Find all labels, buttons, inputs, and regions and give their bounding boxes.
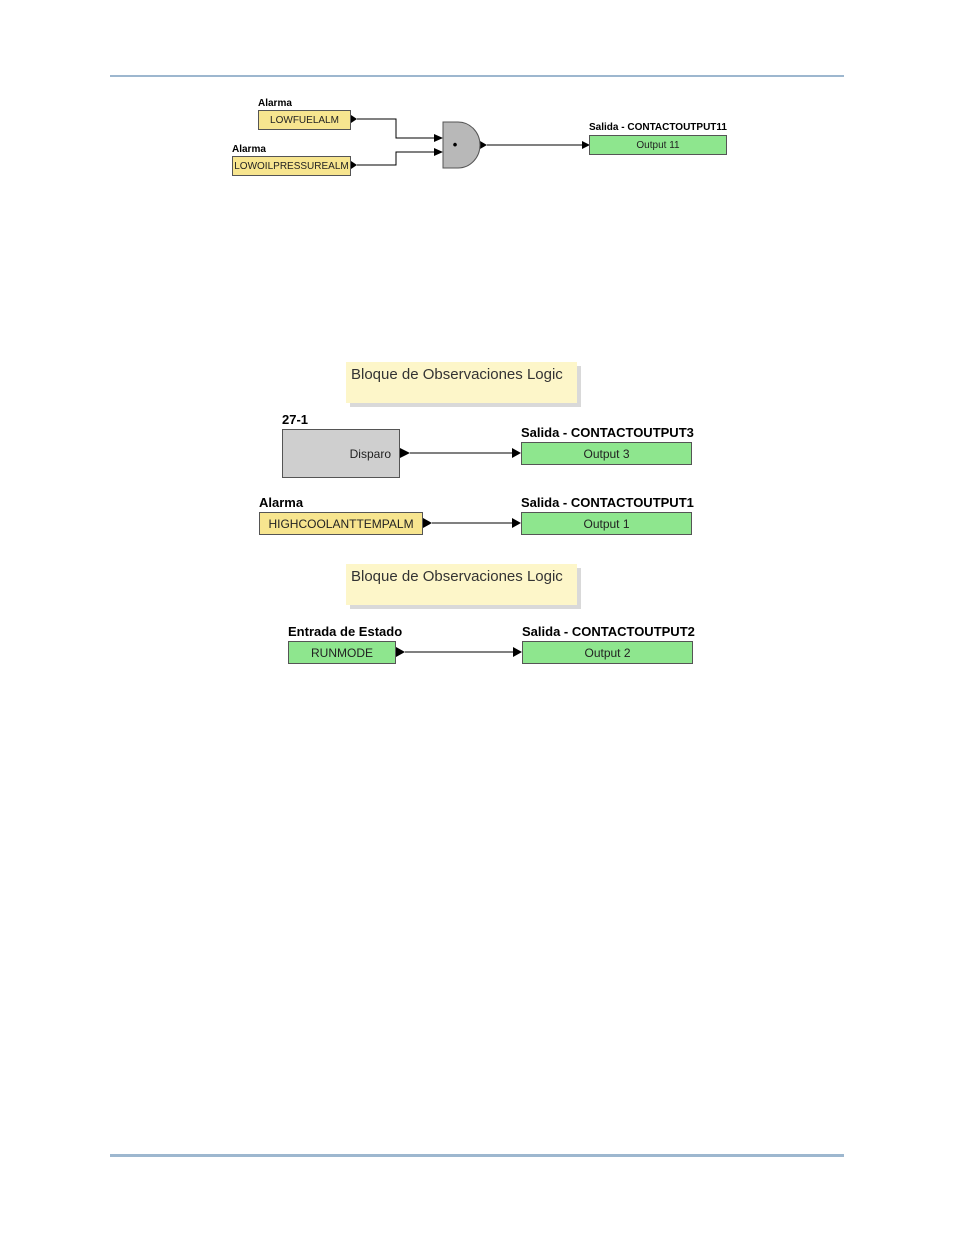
footer-rule xyxy=(110,1154,844,1157)
output11-block[interactable]: Output 11 xyxy=(589,135,727,155)
input2-label: Alarma xyxy=(232,144,266,155)
input1-lowfuelalm-block[interactable]: LOWFUELALM xyxy=(258,110,351,130)
gate-output-port-arrow xyxy=(480,141,487,149)
input2-lowoilpressurealm-block[interactable]: LOWOILPRESSUREALM xyxy=(232,156,351,176)
gate-input-arrow-2 xyxy=(434,148,443,156)
output3-block[interactable]: Output 3 xyxy=(521,442,692,465)
gate-input-arrow-1 xyxy=(434,134,443,142)
output3-label: Salida - CONTACTOUTPUT3 xyxy=(521,425,694,440)
gate-symbol: • xyxy=(452,137,458,152)
input2-port-arrow xyxy=(351,161,357,169)
output1-block[interactable]: Output 1 xyxy=(521,512,692,535)
and-gate-icon[interactable] xyxy=(442,121,481,169)
block27-label: 27-1 xyxy=(282,412,309,427)
observations-note-1[interactable]: Bloque de Observaciones Logic xyxy=(346,362,577,403)
output2-block[interactable]: Output 2 xyxy=(522,641,693,664)
disparo-port-arrow xyxy=(400,448,410,458)
wire-input2-to-gate xyxy=(357,151,436,166)
output2-label: Salida - CONTACTOUTPUT2 xyxy=(522,624,695,639)
output1-label: Salida - CONTACTOUTPUT1 xyxy=(521,495,694,510)
block27-port-label: Disparo xyxy=(349,446,391,461)
status-runmode-block[interactable]: RUNMODE xyxy=(288,641,396,664)
output3-arrow xyxy=(512,448,521,458)
block27-1[interactable]: Disparo xyxy=(282,429,400,478)
alarm-port-arrow xyxy=(423,518,432,528)
output2-arrow xyxy=(513,647,522,657)
wire-input1-to-gate xyxy=(357,118,436,139)
alarm-highcoolanttempalm-block[interactable]: HIGHCOOLANTTEMPALM xyxy=(259,512,423,535)
input1-label: Alarma xyxy=(258,98,292,109)
runmode-port-arrow xyxy=(396,647,405,657)
status-input-label: Entrada de Estado xyxy=(288,624,403,639)
output11-arrow xyxy=(582,141,590,149)
input1-port-arrow xyxy=(351,115,357,123)
alarm-label: Alarma xyxy=(259,495,304,510)
header-rule xyxy=(110,75,844,77)
output1-arrow xyxy=(512,518,521,528)
observations-note-2[interactable]: Bloque de Observaciones Logic xyxy=(346,564,577,605)
output11-label: Salida - CONTACTOUTPUT11 xyxy=(589,122,727,133)
